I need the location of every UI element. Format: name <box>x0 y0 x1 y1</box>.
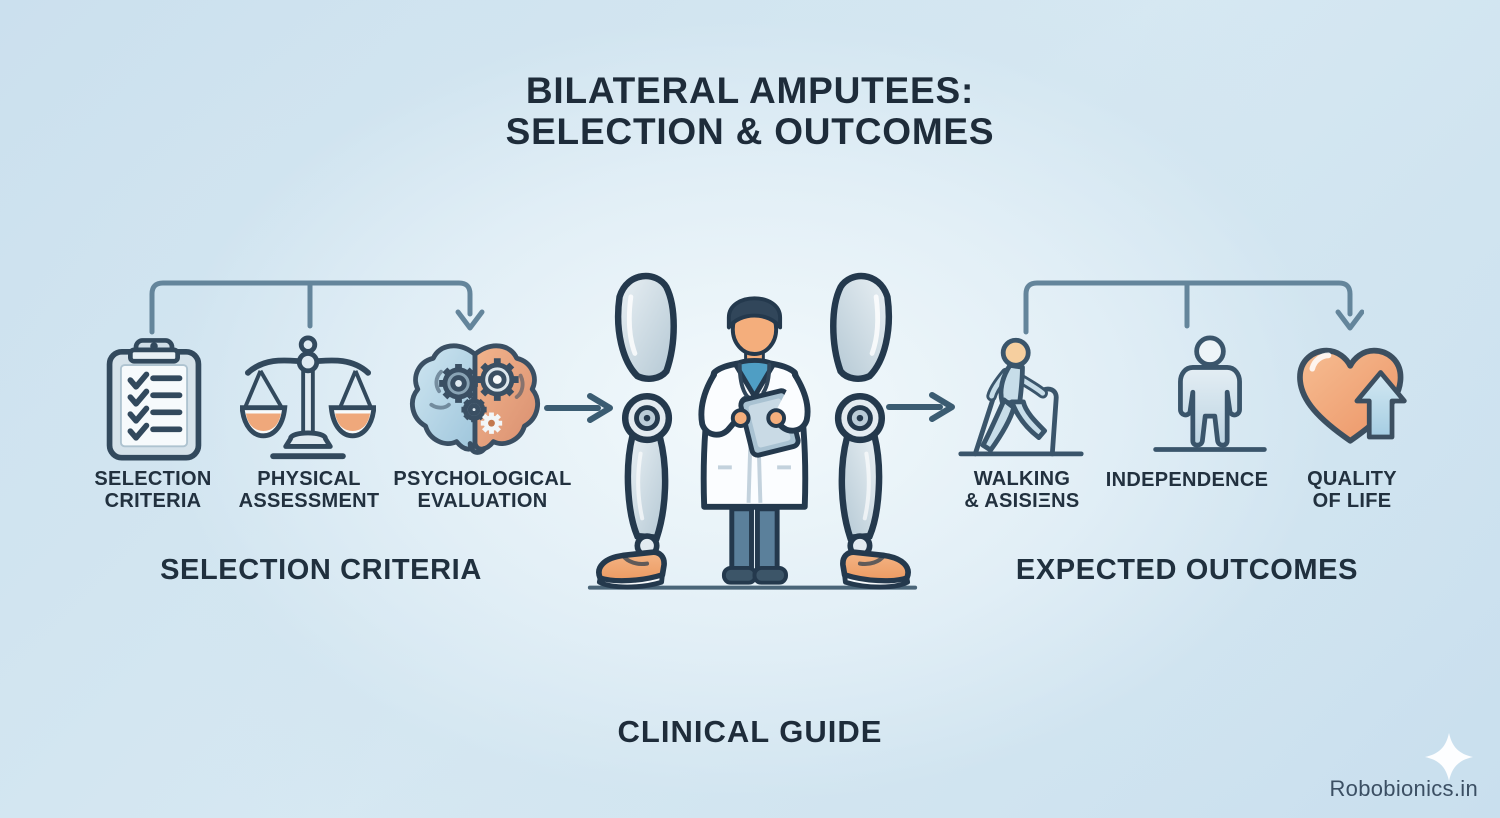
sparkle-icon <box>1425 733 1473 781</box>
standing-person-icon <box>1153 335 1267 452</box>
icon-label-selection-criteria: SELECTION CRITERIA <box>94 468 212 512</box>
icon-label-independence: INDEPENDENCE <box>1105 469 1269 491</box>
brain-gears-icon <box>409 343 541 455</box>
icon-label-walking-aids: WALKING & ASISIΞNS <box>964 468 1080 512</box>
clipboard-checklist-icon <box>106 338 202 461</box>
title-line-2: SELECTION & OUTCOMES <box>505 111 995 152</box>
icon-label-psychological-evaluation: PSYCHOLOGICAL EVALUATION <box>393 468 572 512</box>
footer-clinical-guide: CLINICAL GUIDE <box>617 714 883 749</box>
left-group-caption: SELECTION CRITERIA <box>160 554 482 586</box>
gear-icon <box>480 412 503 434</box>
icon-label-physical-assessment: PHYSICAL ASSESSMENT <box>238 468 380 512</box>
icon-label-quality-of-life: QUALITY OF LIFE <box>1307 468 1397 512</box>
doctor-with-prosthetic-legs-illustration <box>587 248 918 600</box>
doctor-figure <box>698 296 811 585</box>
right-group-bracket-connector <box>1023 280 1364 335</box>
left-group-bracket-connector <box>149 280 485 335</box>
down-arrowhead-icon <box>1335 309 1364 331</box>
right-group-caption: EXPECTED OUTCOMES <box>1015 554 1359 586</box>
cane <box>1036 386 1059 457</box>
title-line-1: BILATERAL AMPUTEES: <box>525 70 975 111</box>
walking-stick <box>972 391 997 457</box>
left-prosthetic-leg <box>599 276 674 587</box>
watermark-brand: Robobionics.in <box>1329 776 1478 801</box>
gear-icon <box>475 358 519 401</box>
heart-up-arrow-icon <box>1297 347 1407 444</box>
right-arrow-icon <box>886 392 955 422</box>
balance-scale-icon <box>240 335 376 460</box>
down-arrowhead-icon <box>455 309 485 331</box>
right-arrow-icon <box>544 393 613 423</box>
gear-icon <box>461 397 487 423</box>
page-title: BILATERAL AMPUTEES: SELECTION & OUTCOMES <box>0 70 1500 152</box>
up-arrow-icon <box>1354 370 1407 440</box>
walking-with-aids-icon <box>958 337 1084 457</box>
right-prosthetic-leg <box>833 276 908 587</box>
gear-icon <box>439 364 478 403</box>
